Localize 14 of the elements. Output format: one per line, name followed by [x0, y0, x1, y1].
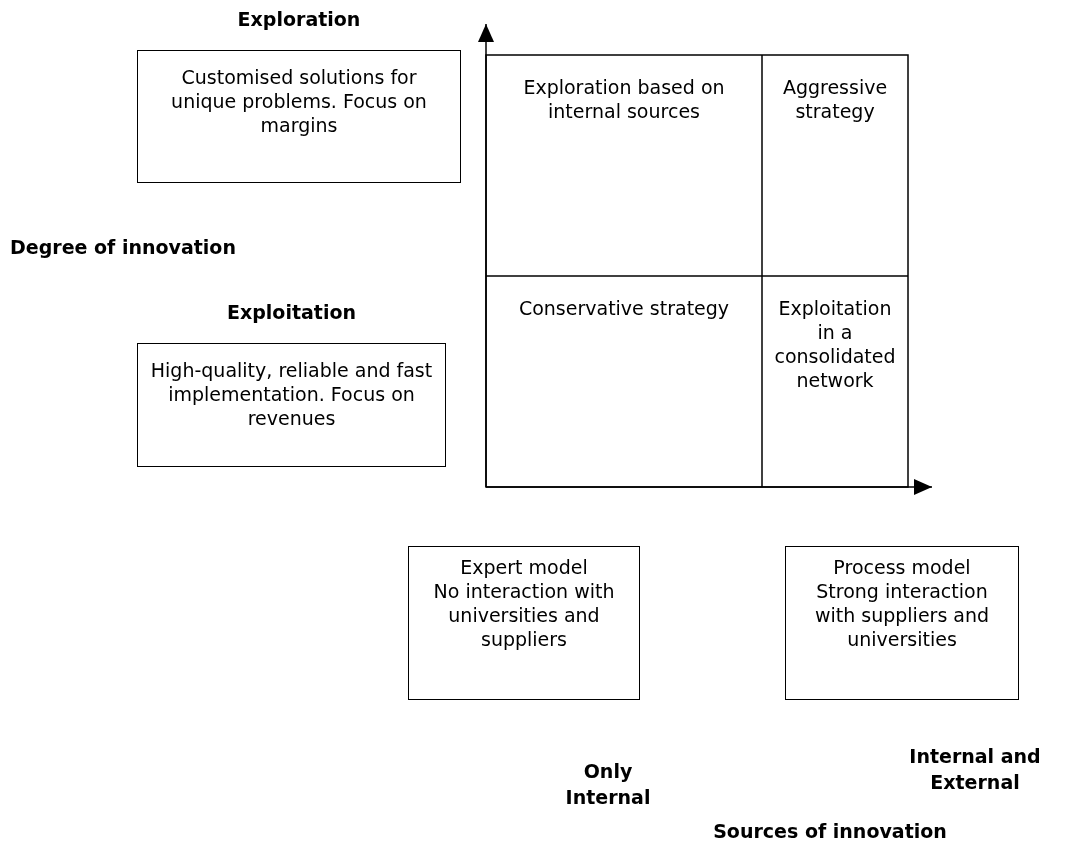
text-box: Customised solutions for unique problems. Focus on margins — [137, 50, 461, 183]
axis-label: Degree of innovation — [10, 235, 237, 260]
axis-label: Only Internal — [564, 759, 652, 810]
text-box: Process model Strong interaction with suppliers and universities — [785, 546, 1019, 700]
quadrant-label: Aggressive strategy — [770, 55, 900, 123]
text-box: Expert model No interaction with universities and suppliers — [408, 546, 640, 700]
quadrant-label: Exploitation in a consolidated network — [770, 276, 900, 392]
quadrant-label: Exploration based on internal sources — [494, 55, 754, 123]
axis-label: Internal and External — [908, 744, 1042, 795]
text-box: High-quality, reliable and fast implementation. Focus on revenues — [137, 343, 446, 467]
axis-label: Sources of innovation — [712, 819, 948, 844]
box-heading: Exploitation — [226, 301, 357, 323]
box-heading: Exploration — [236, 8, 362, 30]
quadrant-label: Conservative strategy — [494, 276, 754, 320]
